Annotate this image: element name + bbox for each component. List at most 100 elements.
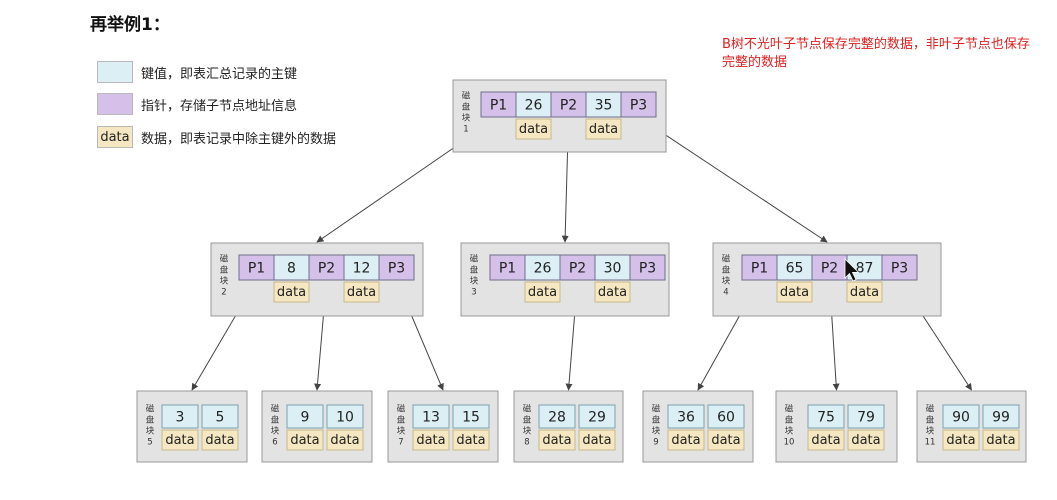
disk-block-label-char: 块 bbox=[470, 276, 479, 287]
disk-block-label-char: 块 bbox=[722, 276, 731, 287]
key-cell bbox=[412, 404, 450, 429]
disk-block-label-char: 盘 bbox=[523, 415, 532, 426]
key-label: 65 bbox=[786, 261, 804, 277]
legend-pointer-swatch bbox=[97, 93, 133, 115]
disk-block-label-char: 块 bbox=[462, 113, 471, 124]
disk-block-number: 11 bbox=[925, 438, 936, 448]
data-cell bbox=[524, 281, 561, 303]
disk-block-label-char: 盘 bbox=[220, 265, 229, 276]
key-label: 12 bbox=[353, 261, 371, 277]
key-label: 30 bbox=[604, 261, 622, 277]
data-cell bbox=[942, 429, 980, 451]
data-label: data bbox=[330, 433, 359, 448]
disk-block-label-char: 盘 bbox=[146, 415, 155, 426]
pointer-label: P1 bbox=[490, 98, 507, 114]
pointer-label: P2 bbox=[318, 261, 335, 277]
disk-block-number: 9 bbox=[653, 438, 658, 448]
legend-data-swatch: data bbox=[97, 126, 133, 148]
pointer-cell bbox=[629, 254, 666, 281]
disk-block-label-char: 磁 bbox=[397, 404, 406, 415]
data-label: data bbox=[850, 285, 879, 300]
data-cell bbox=[585, 118, 622, 140]
data-cell bbox=[846, 281, 883, 303]
pointer-label: P1 bbox=[499, 261, 516, 277]
disk-block-label-char: 块 bbox=[220, 276, 229, 287]
data-label: data bbox=[416, 433, 445, 448]
key-label: 35 bbox=[595, 98, 613, 114]
data-label: data bbox=[780, 285, 809, 300]
key-cell bbox=[578, 404, 616, 429]
legend-key-swatch bbox=[97, 61, 133, 83]
data-label: data bbox=[165, 433, 194, 448]
edge-1-4 bbox=[638, 116, 828, 243]
disk-block-label-char: 盘 bbox=[652, 415, 661, 426]
key-label: 87 bbox=[856, 261, 874, 277]
key-cell bbox=[273, 254, 310, 281]
key-cell bbox=[452, 404, 490, 429]
legend-pointer-text: 指针，存储子节点地址信息 bbox=[141, 98, 298, 114]
disk-block-number: 6 bbox=[272, 438, 277, 448]
data-cell bbox=[161, 429, 199, 451]
legend-pointer: 指针，存储子节点地址信息 bbox=[97, 92, 297, 116]
pointer-label: P1 bbox=[751, 261, 768, 277]
pointer-label: P3 bbox=[639, 261, 656, 277]
data-cell bbox=[847, 429, 885, 451]
data-cell bbox=[452, 429, 490, 451]
pointer-label: P2 bbox=[560, 98, 577, 114]
disk-block-label-char: 磁 bbox=[462, 91, 471, 102]
key-label: 36 bbox=[677, 410, 695, 426]
key-cell bbox=[326, 404, 364, 429]
disk-block-label-char: 块 bbox=[397, 426, 406, 437]
data-label: data bbox=[711, 433, 740, 448]
disk-block-label-char: 块 bbox=[926, 426, 935, 437]
legend-data: data 数据，即表记录中除主键外的数据 bbox=[97, 125, 336, 149]
key-cell bbox=[776, 254, 813, 281]
disk-block-number: 8 bbox=[524, 438, 529, 448]
disk-block-number: 7 bbox=[398, 438, 403, 448]
key-cell bbox=[667, 404, 705, 429]
disk-block-label-char: 磁 bbox=[785, 404, 794, 415]
pointer-label: P2 bbox=[821, 261, 838, 277]
disk-block-label-char: 磁 bbox=[722, 254, 731, 265]
data-cell bbox=[578, 429, 616, 451]
disk-block-label-char: 磁 bbox=[470, 254, 479, 265]
pointer-cell bbox=[480, 91, 517, 118]
disk-block-label-char: 磁 bbox=[271, 404, 280, 415]
pointer-label: P1 bbox=[248, 261, 265, 277]
key-label: 9 bbox=[301, 410, 310, 426]
pointer-cell bbox=[489, 254, 526, 281]
legend-data-text: 数据，即表记录中除主键外的数据 bbox=[141, 131, 337, 147]
key-label: 75 bbox=[817, 410, 835, 426]
legend-key-text: 键值，即表汇总记录的主键 bbox=[141, 66, 298, 82]
key-label: 90 bbox=[952, 410, 970, 426]
key-label: 15 bbox=[462, 410, 480, 426]
data-cell bbox=[982, 429, 1020, 451]
pointer-cell bbox=[881, 254, 918, 281]
data-cell bbox=[707, 429, 745, 451]
data-cell bbox=[776, 281, 813, 303]
data-label: data bbox=[347, 285, 376, 300]
data-label: data bbox=[519, 122, 548, 137]
key-label: 26 bbox=[525, 98, 543, 114]
data-label: data bbox=[542, 433, 571, 448]
data-label: data bbox=[528, 285, 557, 300]
data-label: data bbox=[582, 433, 611, 448]
data-cell bbox=[538, 429, 576, 451]
data-cell bbox=[594, 281, 631, 303]
key-label: 28 bbox=[548, 410, 566, 426]
data-label: data bbox=[290, 433, 319, 448]
key-label: 29 bbox=[588, 410, 606, 426]
data-label: data bbox=[598, 285, 627, 300]
data-cell bbox=[286, 429, 324, 451]
key-label: 5 bbox=[216, 410, 225, 426]
key-label: 10 bbox=[336, 410, 354, 426]
disk-block-number: 4 bbox=[723, 288, 728, 298]
pointer-cell bbox=[378, 254, 415, 281]
